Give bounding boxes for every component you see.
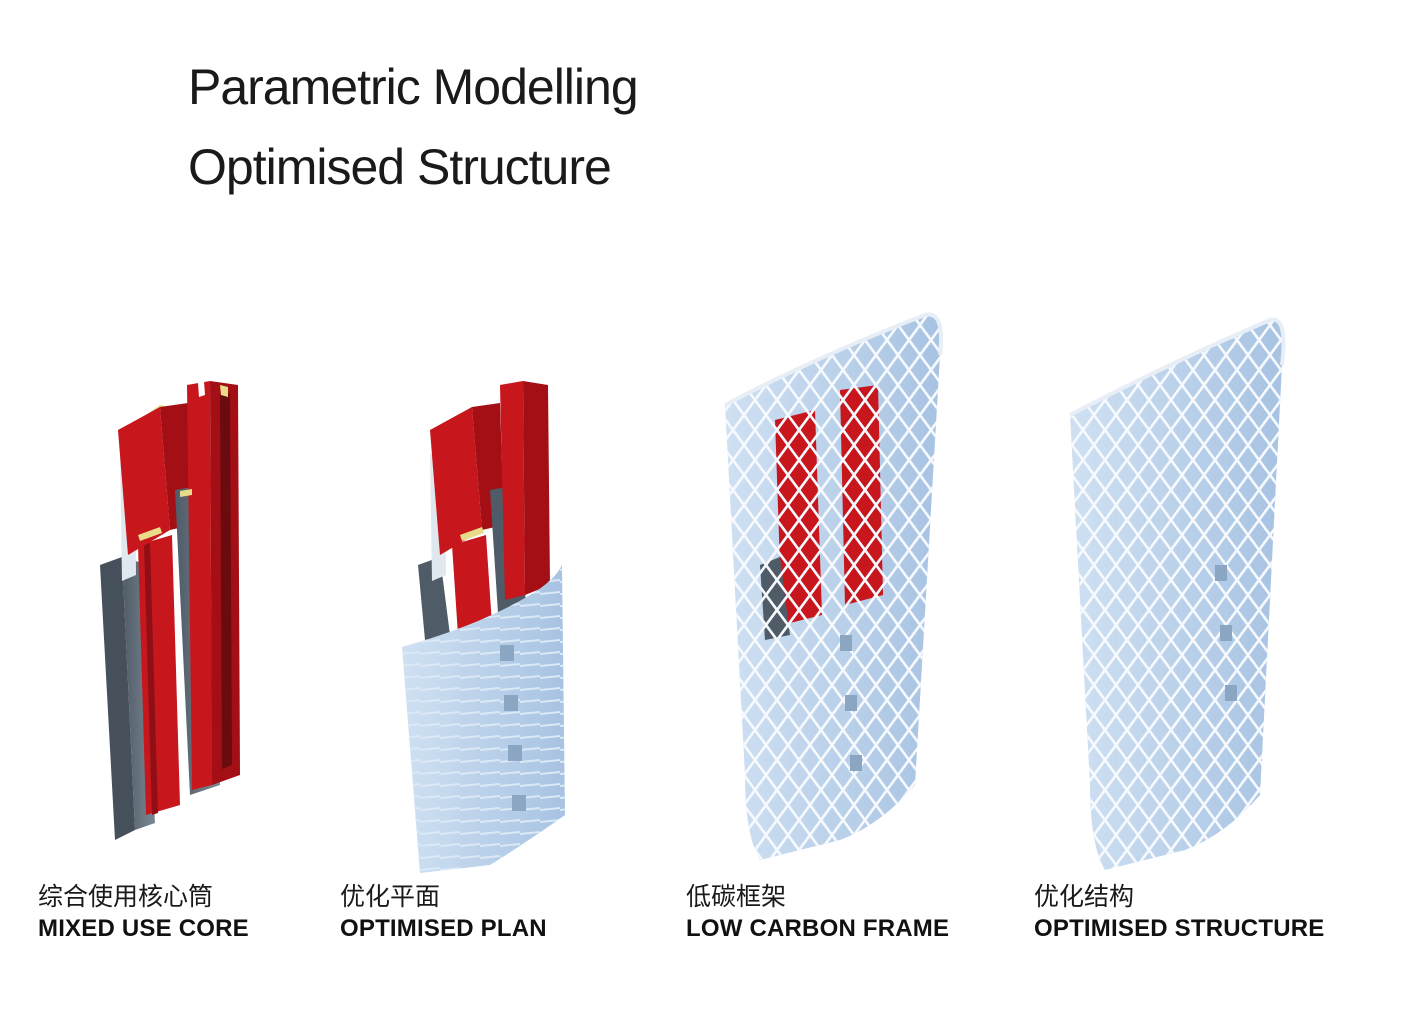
caption-low-carbon-frame: 低碳框架 LOW CARBON FRAME [686,884,949,941]
low-carbon-frame-diagram [700,295,1020,885]
caption-cn: 优化平面 [340,882,441,911]
optimised-structure-diagram [1050,295,1370,885]
title-line-2: Optimised Structure [188,139,612,195]
caption-optimised-structure: 优化结构 OPTIMISED STRUCTURE [1034,884,1324,941]
caption-en: MIXED USE CORE [38,915,249,942]
mixed-use-core-diagram [80,295,400,885]
caption-cn: 低碳框架 [686,882,787,911]
caption-en: OPTIMISED STRUCTURE [1034,915,1325,942]
title-line-1: Parametric Modelling [188,59,639,115]
caption-en: OPTIMISED PLAN [340,915,547,942]
caption-cn: 综合使用核心筒 [38,882,214,911]
caption-cn: 优化结构 [1034,882,1135,911]
caption-mixed-use-core: 综合使用核心筒 MIXED USE CORE [38,884,249,941]
caption-optimised-plan: 优化平面 OPTIMISED PLAN [340,884,547,941]
optimised-plan-diagram [380,295,700,885]
caption-en: LOW CARBON FRAME [686,915,950,942]
